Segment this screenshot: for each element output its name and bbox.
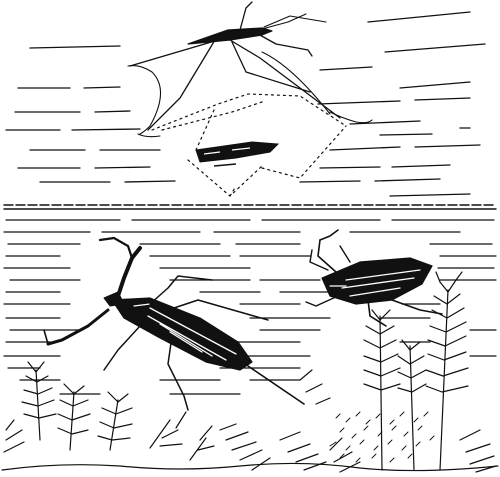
strider-reflection xyxy=(151,93,347,197)
aquatic-plants xyxy=(3,271,497,473)
surface-dimples xyxy=(127,51,373,138)
water-surface xyxy=(3,204,497,210)
water-strider xyxy=(129,1,341,131)
backswimmer xyxy=(305,229,443,327)
reflection-shadow xyxy=(195,141,280,167)
water-scorpion xyxy=(43,236,305,411)
backswimmer-body xyxy=(321,257,433,305)
strider-body xyxy=(187,27,273,45)
strider-leg xyxy=(239,1,253,31)
sky-hatching xyxy=(5,11,486,197)
bottom-floor xyxy=(1,462,499,472)
strider-antenna xyxy=(261,13,307,30)
bottom-debris xyxy=(329,411,435,463)
